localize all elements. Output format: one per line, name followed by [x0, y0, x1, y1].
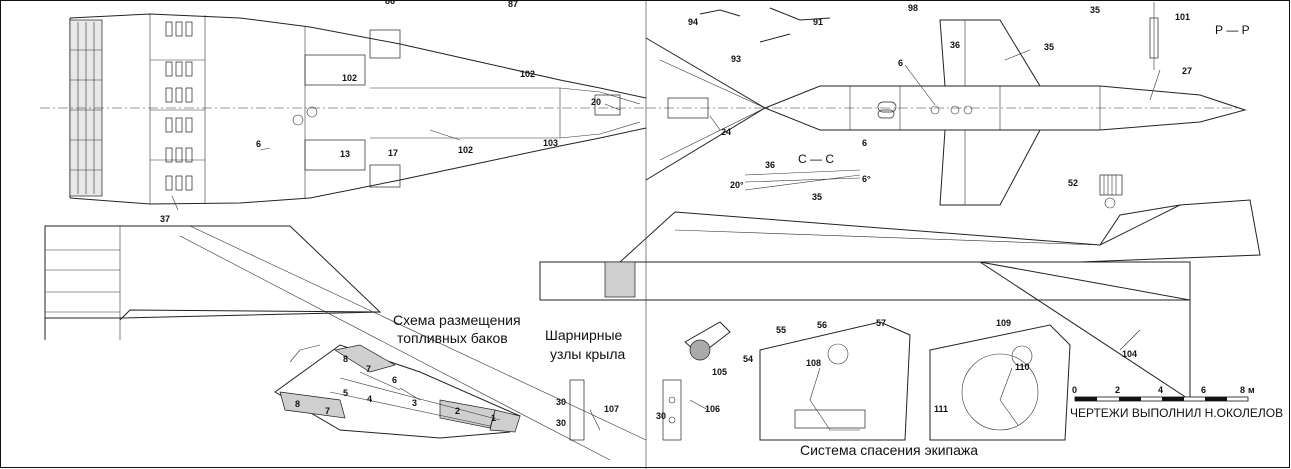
- top-view-fuselage: [40, 13, 647, 205]
- callout: 30: [556, 418, 566, 428]
- callout: 37: [160, 214, 170, 224]
- callout: 35: [1044, 42, 1054, 52]
- callout: 13: [340, 149, 350, 159]
- detail-101: [1149, 2, 1159, 70]
- scale-tick: 4: [1158, 385, 1163, 395]
- callout: 7: [366, 364, 371, 374]
- caption-wing-hinges-2: узлы крыла: [550, 346, 626, 362]
- section-title-p-p: Р — Р: [1215, 23, 1250, 37]
- callout: 4: [367, 394, 372, 404]
- tank-2: [439, 399, 496, 429]
- callout: 36: [765, 160, 775, 170]
- callout: 27: [1182, 66, 1192, 76]
- angle-label-right: 6°: [862, 174, 871, 184]
- callout: 1: [491, 413, 496, 423]
- callout: 6: [862, 138, 867, 148]
- angle-label-left: 20°: [730, 180, 744, 190]
- callout: 35: [812, 192, 822, 202]
- callout: 98: [908, 3, 918, 13]
- crew-escape-system: [759, 321, 1071, 441]
- callout: 52: [1068, 178, 1078, 188]
- callout: 54: [743, 354, 753, 364]
- callout: 101: [1175, 12, 1190, 22]
- callout: 102: [520, 69, 535, 79]
- callout: 6: [256, 139, 261, 149]
- callout: 104: [1122, 349, 1137, 359]
- callout: 102: [458, 145, 473, 155]
- callout: 109: [996, 318, 1011, 328]
- callout: 8: [295, 399, 300, 409]
- callout: 105: [712, 367, 727, 377]
- scale-tick: 8: [1240, 385, 1245, 395]
- callout: 6: [392, 375, 397, 385]
- tank-1: [489, 409, 521, 433]
- callout-partial: 86: [385, 0, 395, 6]
- side-view-fuselage: [763, 85, 1247, 131]
- callout: 102: [342, 73, 357, 83]
- callout: 108: [806, 358, 821, 368]
- caption-fuel-tanks-2: топливных баков: [397, 330, 508, 346]
- callout: 30: [556, 397, 566, 407]
- callout: 106: [705, 404, 720, 414]
- wing-hinges: [569, 321, 731, 441]
- detail-52: [1099, 174, 1123, 209]
- caption-credits: ЧЕРТЕЖИ ВЫПОЛНИЛ Н.ОКОЛЕЛОВ: [1070, 406, 1283, 420]
- top-view-forward: [645, 37, 1240, 181]
- callout: 56: [817, 320, 827, 330]
- callout: 35: [1090, 5, 1100, 15]
- callout: 57: [876, 318, 886, 328]
- scale-tick: 2: [1115, 385, 1120, 395]
- callout-labels: 102 102 102 20 103 24 6 13 17 37 94 91 9…: [160, 0, 1192, 428]
- tank-8-lower: [279, 391, 346, 419]
- callout: 2: [455, 406, 460, 416]
- fuel-tanks-scheme: [274, 344, 521, 439]
- scale-unit: м: [1248, 385, 1255, 395]
- canard-fins: [939, 19, 1041, 206]
- callout: 5: [343, 388, 348, 398]
- caption-crew-escape: Система спасения экипажа: [800, 442, 978, 458]
- callout: 55: [776, 325, 786, 335]
- callout: 91: [813, 17, 823, 27]
- callout: 8: [343, 354, 348, 364]
- caption-wing-hinges-1: Шарнирные: [545, 327, 623, 343]
- callout: 7: [325, 406, 330, 416]
- scale-labels: 0 2 4 6 8 м: [1072, 385, 1255, 395]
- callout: 17: [388, 148, 398, 158]
- tank-8-upper: [334, 344, 396, 373]
- callout: 94: [688, 17, 698, 27]
- callout: 107: [604, 404, 619, 414]
- callout: 3: [412, 398, 417, 408]
- callout: 110: [1015, 362, 1030, 372]
- scale-tick: 6: [1201, 385, 1206, 395]
- callout: 24: [721, 127, 731, 137]
- caption-fuel-tanks-1: Схема размещения: [393, 312, 521, 328]
- callout: 103: [543, 138, 558, 148]
- scale-tick: 0: [1072, 385, 1077, 395]
- callout: 93: [731, 54, 741, 64]
- window-grid: [165, 21, 193, 191]
- section-c-c: [744, 169, 861, 191]
- parts-91-93-94: [699, 7, 831, 43]
- callout: 6: [898, 58, 903, 68]
- scale-bar: [1074, 396, 1249, 402]
- callout: 36: [950, 40, 960, 50]
- side-view-profile: [539, 199, 1261, 401]
- callout: 111: [934, 404, 948, 414]
- callout: 20: [591, 97, 601, 107]
- section-title-c-c: С — С: [798, 152, 834, 166]
- callout-partial: 87: [508, 0, 518, 9]
- callout: 30: [656, 411, 666, 421]
